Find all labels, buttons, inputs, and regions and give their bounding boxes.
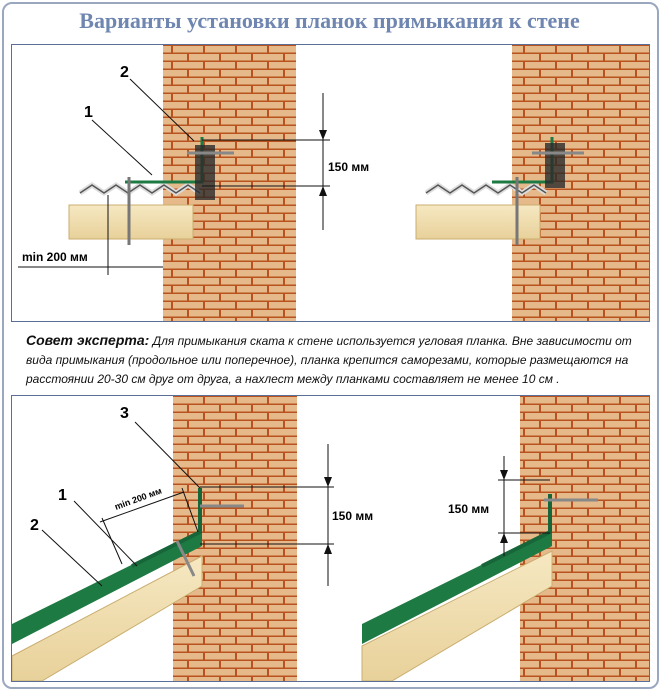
bottom-panel: 3 1 2 min 200 мм 150 мм 150 мм — [11, 395, 650, 682]
callout-2: 2 — [120, 64, 129, 81]
callout-leader-2 — [129, 78, 195, 142]
expert-tip: Совет эксперта: Для примыкания ската к с… — [26, 331, 638, 389]
callout-3: 3 — [120, 405, 129, 422]
dim-150-bottom-right: 150 мм — [448, 502, 489, 516]
dim-150-bottom-left: 150 мм — [332, 509, 373, 523]
wall-flashing-right-bottom — [481, 494, 552, 568]
wood-beam-left — [68, 204, 194, 240]
top-diagram: 1 2 150 мм min 200 мм — [18, 45, 649, 321]
wood-beam-right — [415, 204, 541, 240]
callout-leader-3 — [134, 421, 201, 489]
callout-leader-1b — [73, 500, 138, 567]
tip-lead: Совет эксперта: — [26, 332, 150, 348]
tip-text: Для примыкания ската к стене используетс… — [26, 334, 632, 386]
callout-leader-2b — [41, 529, 103, 587]
dim-150-top: 150 мм — [328, 160, 369, 174]
callout-2b: 2 — [30, 517, 39, 534]
page-title: Варианты установки планок примыкания к с… — [79, 8, 580, 33]
bottom-diagram: 3 1 2 min 200 мм 150 мм 150 мм — [12, 396, 649, 681]
top-panel: 1 2 150 мм min 200 мм — [11, 44, 650, 322]
wall-flashing-left-bottom — [131, 488, 202, 568]
callout-1: 1 — [84, 104, 93, 121]
rafter-left — [12, 555, 203, 681]
callout-leader-1 — [91, 119, 153, 176]
rafter-right — [361, 550, 553, 681]
roof-sheet-left-bottom — [12, 530, 202, 644]
dim-min-200-top: min 200 мм — [22, 250, 88, 264]
roof-sheet-right-bottom — [362, 530, 552, 644]
callout-1b: 1 — [58, 487, 67, 504]
